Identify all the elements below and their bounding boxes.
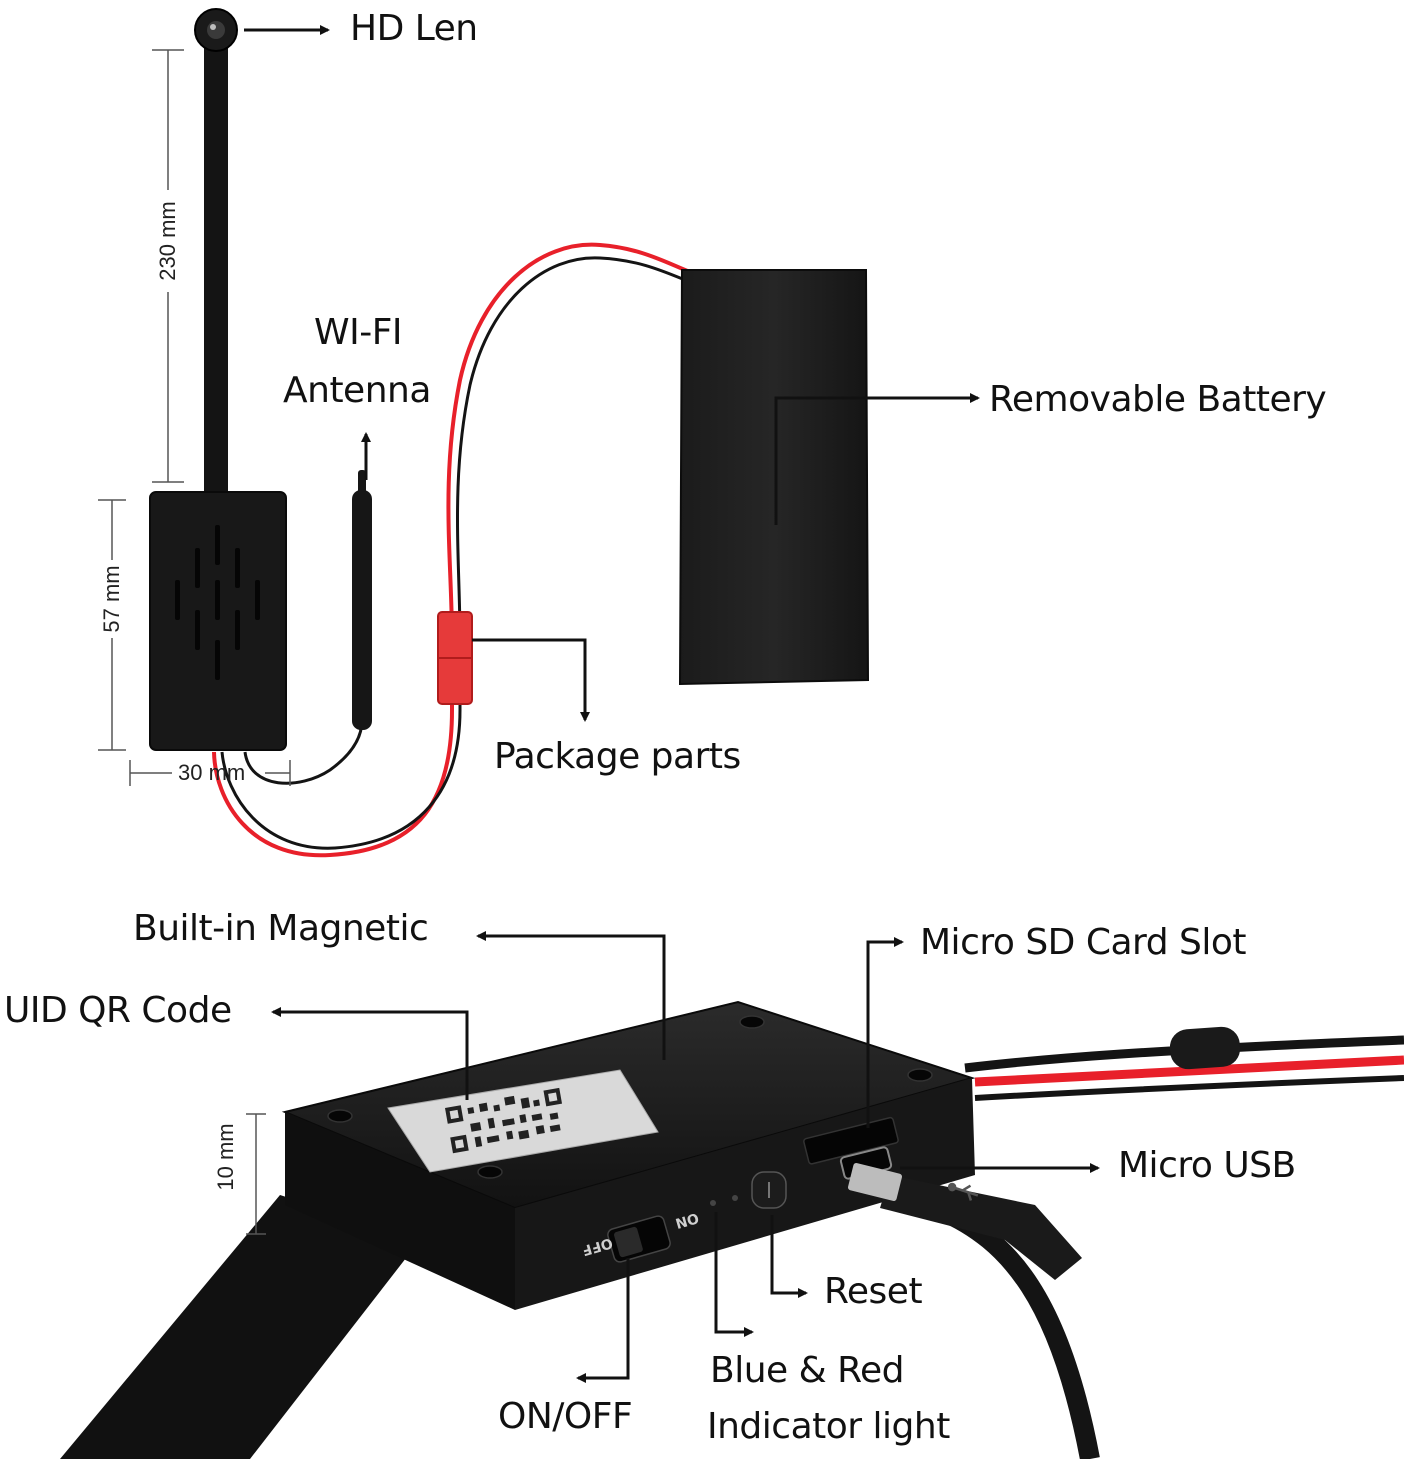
usb-cable-housing — [880, 1175, 1082, 1280]
arrow-removable-battery — [774, 393, 980, 525]
dimension-lines-top — [98, 49, 291, 786]
lens-glass-icon — [207, 21, 225, 39]
arrow-micro-sd — [866, 937, 904, 1128]
label-indicator-line2: Indicator light — [707, 1406, 950, 1447]
callouts-bottom — [271, 931, 1100, 1383]
arrow-uid-qr-code — [271, 1007, 469, 1100]
wifi-antenna — [352, 490, 372, 730]
label-hd-len: HD Len — [350, 8, 478, 49]
dimension-board-thickness: 10 mm — [213, 1123, 238, 1191]
label-micro-usb: Micro USB — [1118, 1145, 1296, 1186]
wifi-antenna-wire — [243, 719, 364, 785]
indicator-led-red — [732, 1195, 738, 1201]
label-on-off: ON/OFF — [498, 1396, 633, 1437]
label-built-in-magnetic: Built-in Magnetic — [133, 908, 429, 949]
dimension-board-height: 57 mm — [99, 565, 124, 633]
label-micro-sd-card-slot: Micro SD Card Slot — [920, 922, 1247, 963]
camera-box-front — [285, 1112, 515, 1310]
label-wifi-antenna-line1: WI-FI — [314, 312, 403, 353]
arrow-built-in-magnetic — [476, 931, 666, 1060]
arrow-reset — [770, 1215, 808, 1298]
usb-plug-metal — [847, 1163, 903, 1201]
removable-battery-pack — [678, 269, 870, 686]
indicator-led-blue — [710, 1200, 716, 1206]
switch-label-on: ON — [673, 1209, 700, 1231]
dimension-lines-bottom — [246, 1113, 266, 1235]
battery-wire-red — [212, 242, 691, 858]
callouts-top — [244, 25, 980, 722]
dimension-lens-cable: 230 mm — [155, 201, 180, 281]
dimension-board-width: 30 mm — [178, 760, 246, 785]
label-uid-qr-code: UID QR Code — [4, 990, 232, 1031]
lens-ribbon-cable — [204, 30, 228, 500]
arrow-on-off — [576, 1258, 630, 1383]
lens-ribbon-cable-bottom — [60, 1195, 420, 1459]
label-wifi-antenna-line2: Antenna — [283, 370, 431, 411]
label-package-parts: Package parts — [494, 736, 741, 777]
label-removable-battery: Removable Battery — [989, 379, 1327, 420]
arrow-package-parts — [472, 638, 590, 722]
label-reset: Reset — [824, 1271, 923, 1312]
qr-code-icon — [445, 1087, 563, 1154]
power-wires-red — [974, 1055, 1404, 1087]
battery-wire-black — [220, 256, 691, 850]
vent-slots-icon — [175, 525, 260, 680]
power-wires-black — [964, 1035, 1404, 1073]
arrow-indicator — [714, 1212, 754, 1337]
camera-module-front — [149, 491, 287, 751]
label-indicator-line1: Blue & Red — [710, 1350, 905, 1391]
micro-sd-card-slot — [803, 1116, 899, 1165]
inline-connector — [1169, 1026, 1241, 1070]
usb-icon — [947, 1182, 979, 1201]
